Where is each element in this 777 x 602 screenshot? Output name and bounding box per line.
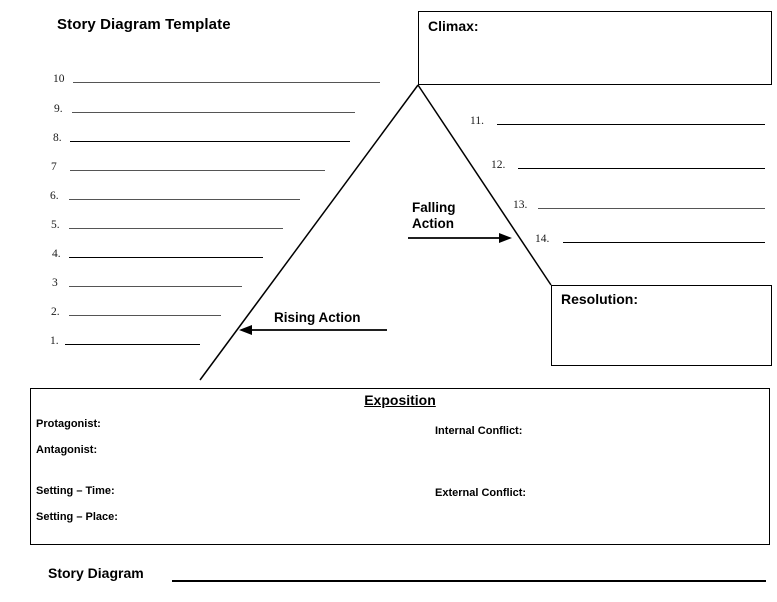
resolution-label: Resolution:	[561, 291, 638, 307]
page-title: Story Diagram Template	[57, 16, 231, 33]
rising-blank-number: 3	[52, 276, 58, 289]
rising-blank-number: 1.	[50, 334, 59, 347]
falling-blank-number: 11.	[470, 114, 484, 127]
falling-blank-row: 13.	[513, 195, 766, 211]
resolution-box[interactable]	[551, 285, 772, 366]
exposition-field-label: Internal Conflict:	[435, 425, 523, 437]
footer-write-in-rule[interactable]	[172, 580, 766, 582]
exposition-field-label: External Conflict:	[435, 487, 527, 499]
falling-blank-number: 13.	[513, 198, 528, 211]
rising-blank-write-in-rule[interactable]	[72, 82, 380, 83]
rising-blank-write-in-rule[interactable]	[69, 170, 325, 171]
rising-blank-row: 3	[52, 273, 242, 289]
falling-action-label: Falling Action	[412, 200, 456, 231]
climax-box[interactable]	[418, 11, 772, 85]
rising-blank-row: 1.	[50, 331, 200, 347]
rising-blank-write-in-rule[interactable]	[64, 344, 200, 345]
rising-blank-row: 10	[53, 69, 380, 85]
falling-blank-write-in-rule[interactable]	[496, 124, 765, 125]
rising-blank-number: 4.	[52, 247, 61, 260]
rising-blank-row: 6.	[50, 186, 300, 202]
rising-blank-number: 7	[51, 160, 57, 173]
rising-blank-number: 8.	[53, 131, 62, 144]
climax-label: Climax:	[428, 18, 479, 34]
exposition-field-label: Protagonist:	[36, 418, 101, 430]
falling-blank-row: 12.	[491, 155, 766, 171]
rising-blank-row: 5.	[51, 215, 283, 231]
rising-blank-number: 10	[53, 72, 65, 85]
exposition-heading: Exposition	[364, 392, 436, 408]
rising-blank-number: 9.	[54, 102, 63, 115]
exposition-box[interactable]	[30, 388, 770, 545]
exposition-field-label: Setting – Place:	[36, 511, 118, 523]
falling-blank-write-in-rule[interactable]	[538, 208, 766, 209]
rising-blank-write-in-rule[interactable]	[68, 199, 300, 200]
rising-blank-write-in-rule[interactable]	[68, 286, 242, 287]
rising-blank-row: 7	[51, 157, 325, 173]
falling-blank-row: 14.	[535, 229, 766, 245]
rising-blank-write-in-rule[interactable]	[68, 228, 283, 229]
rising-blank-number: 2.	[51, 305, 60, 318]
falling-blank-write-in-rule[interactable]	[563, 242, 766, 243]
rising-blank-number: 6.	[50, 189, 59, 202]
exposition-field-label: Setting – Time:	[36, 485, 115, 497]
falling-blank-number: 14.	[535, 232, 550, 245]
exposition-field-label: Antagonist:	[36, 444, 98, 456]
rising-blank-row: 8.	[53, 128, 350, 144]
rising-blank-write-in-rule[interactable]	[68, 315, 221, 316]
rising-action-label: Rising Action	[274, 310, 361, 325]
footer-story-diagram-label: Story Diagram	[48, 565, 144, 581]
rising-blank-row: 2.	[51, 302, 221, 318]
falling-blank-write-in-rule[interactable]	[518, 168, 766, 169]
rising-blank-write-in-rule[interactable]	[71, 112, 355, 113]
falling-blank-row: 11.	[470, 111, 765, 127]
rising-blank-row: 9.	[54, 99, 355, 115]
rising-blank-row: 4.	[52, 244, 263, 260]
rising-blank-write-in-rule[interactable]	[69, 141, 350, 142]
rising-blank-write-in-rule[interactable]	[68, 257, 263, 258]
rising-blank-number: 5.	[51, 218, 60, 231]
falling-blank-number: 12.	[491, 158, 506, 171]
